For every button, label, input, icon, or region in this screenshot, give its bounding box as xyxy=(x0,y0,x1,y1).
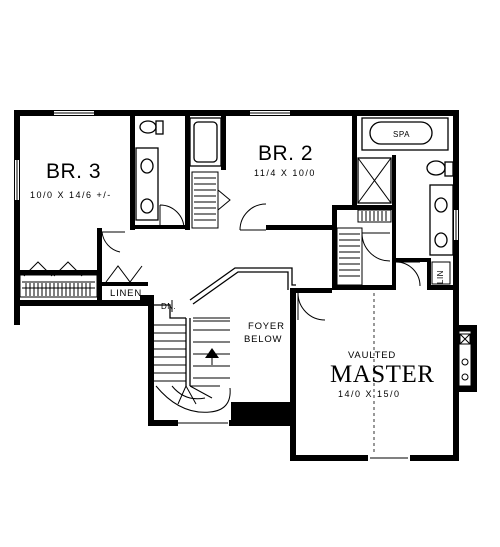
stair xyxy=(154,267,296,413)
spa-label: SPA xyxy=(393,130,410,139)
br2-door xyxy=(239,203,267,231)
br3-name: BR. 3 xyxy=(46,160,101,183)
master-closet xyxy=(336,209,451,286)
br3-door xyxy=(101,231,125,253)
toilet-icon xyxy=(426,160,446,176)
br3-dims: 10/0 X 14/6 +/- xyxy=(30,190,112,200)
walls xyxy=(14,110,477,461)
sink-icon xyxy=(140,158,154,174)
windows xyxy=(15,111,458,460)
sink-icon xyxy=(434,197,448,213)
hall-bath xyxy=(135,117,222,230)
lin-label: LIN xyxy=(436,270,445,284)
master-dims: 14/0 X 15/0 xyxy=(338,389,401,399)
dn-label: DN. xyxy=(161,302,176,311)
toilet-icon xyxy=(139,120,157,134)
br2-dims: 11/4 X 10/0 xyxy=(254,168,316,178)
sink-icon xyxy=(434,232,448,248)
master-bath xyxy=(357,117,454,287)
linen-closet xyxy=(105,265,143,283)
br2-name: BR. 2 xyxy=(258,142,313,165)
master-name: MASTER xyxy=(330,361,434,388)
master-prefix: VAULTED xyxy=(348,350,396,361)
foyer-label-2: BELOW xyxy=(244,334,282,345)
sink-icon xyxy=(140,198,154,214)
master-door xyxy=(297,292,326,321)
hall-closet xyxy=(191,171,231,229)
fireplace xyxy=(458,330,472,387)
br3-closet xyxy=(19,261,98,298)
foyer-label-1: FOYER xyxy=(248,321,285,332)
linen-label: LINEN xyxy=(110,288,142,299)
